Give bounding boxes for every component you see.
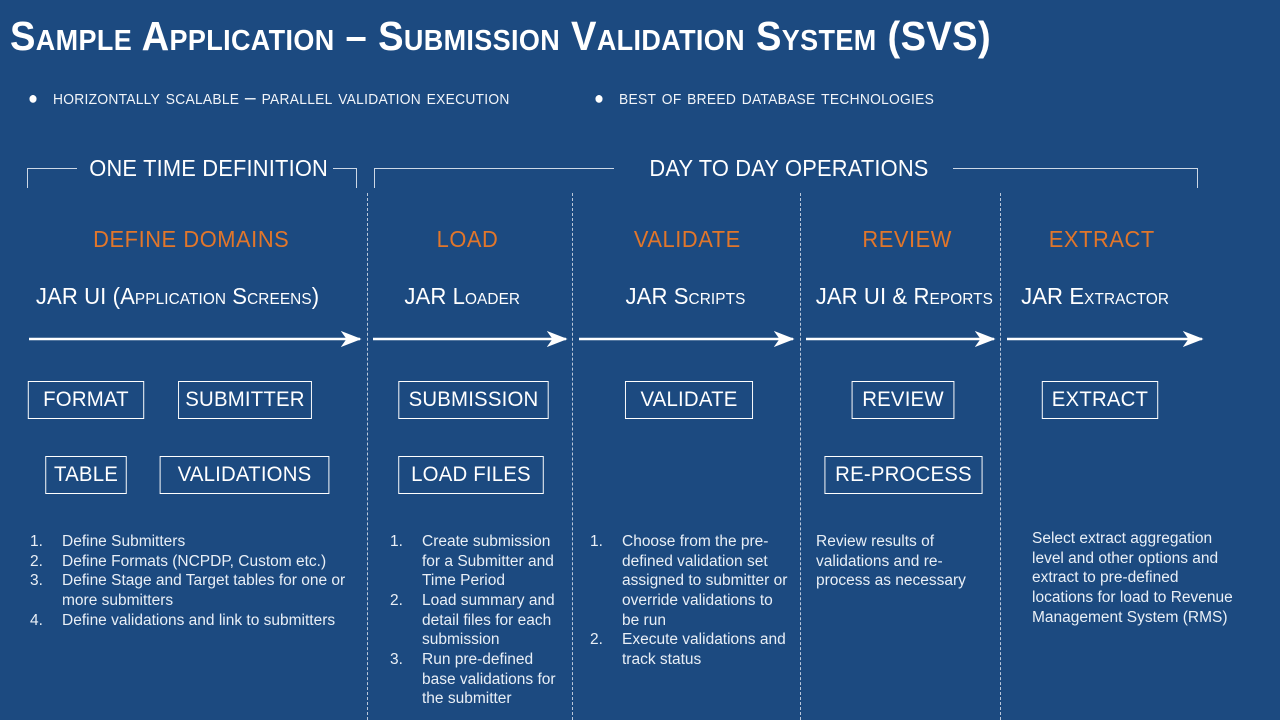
subtitle-bullet-2: ● Best of Breed Database Technologies — [594, 86, 934, 110]
stage-title-review: REVIEW — [862, 226, 952, 252]
detail-review: Review results of validations and re-pro… — [816, 532, 996, 591]
subtitle-bullets: ● Horizontally Scalable – Parallel Valid… — [28, 86, 1258, 110]
stage-title-validate: VALIDATE — [633, 226, 741, 252]
bracket-flange-left — [27, 168, 29, 188]
entity-box-review[interactable]: REVIEW — [851, 381, 955, 419]
column-divider-4 — [1000, 193, 1001, 720]
entity-box-submitter[interactable]: SUBMITTER — [178, 381, 312, 419]
stage-component-validate: JAR Scripts — [625, 283, 746, 309]
column-divider-1 — [367, 193, 368, 720]
list-item: Run pre-defined base validations for the… — [390, 650, 556, 708]
bracket-day-to-day-operations-label: DAY TO DAY OPERATIONS — [649, 155, 929, 181]
entity-box-format[interactable]: FORMAT — [27, 381, 145, 419]
entity-box-table[interactable]: TABLE — [45, 456, 127, 494]
bracket-flange-left — [374, 168, 376, 188]
stage-component-review: JAR UI & Reports — [815, 283, 993, 309]
subtitle-bullet-1-label: Horizontally Scalable – Parallel Validat… — [53, 86, 510, 109]
bracket-flange-right — [355, 168, 357, 188]
process-flow-arrows — [29, 330, 1204, 348]
subtitle-bullet-2-label: Best of Breed Database Technologies — [618, 86, 934, 109]
detail-list-define-domains: Define Submitters Define Formats (NCPDP,… — [22, 532, 352, 630]
subtitle-bullet-1: ● Horizontally Scalable – Parallel Valid… — [28, 86, 510, 110]
page-title: Sample Application – Submission Validati… — [10, 13, 992, 59]
detail-list-validate: Choose from the pre-defined validation s… — [582, 532, 790, 670]
stage-component-extract: JAR Extractor — [1021, 283, 1170, 309]
entity-box-validations[interactable]: VALIDATIONS — [159, 456, 330, 494]
list-item: Load summary and detail files for each s… — [390, 591, 555, 649]
stage-title-load: LOAD — [436, 226, 499, 252]
bracket-one-time-definition: ONE TIME DEFINITION — [27, 155, 357, 188]
list-item: Define Submitters — [30, 532, 186, 551]
bracket-day-to-day-operations: DAY TO DAY OPERATIONS — [374, 155, 1198, 188]
stage-component-load: JAR Loader — [404, 283, 521, 309]
bullet-dot-icon: ● — [28, 88, 39, 108]
detail-load: Create submission for a Submitter and Ti… — [382, 532, 562, 709]
detail-validate: Choose from the pre-defined validation s… — [582, 532, 790, 670]
bracket-one-time-definition-label: ONE TIME DEFINITION — [89, 155, 328, 181]
column-divider-2 — [572, 193, 573, 720]
list-item: Define validations and link to submitter… — [30, 611, 336, 630]
stage-title-define-domains: DEFINE DOMAINS — [93, 226, 290, 252]
list-item: Create submission for a Submitter and Ti… — [390, 532, 554, 590]
list-item: Choose from the pre-defined validation s… — [590, 532, 788, 629]
column-divider-3 — [800, 193, 801, 720]
entity-box-extract[interactable]: EXTRACT — [1041, 381, 1159, 419]
bullet-dot-icon: ● — [593, 88, 604, 108]
entity-box-load-files[interactable]: LOAD FILES — [398, 456, 544, 494]
bracket-flange-right — [1196, 168, 1198, 188]
detail-define-domains: Define Submitters Define Formats (NCPDP,… — [22, 532, 352, 630]
stage-title-extract: EXTRACT — [1048, 226, 1155, 252]
bracket-line-left — [27, 168, 77, 170]
detail-list-load: Create submission for a Submitter and Ti… — [382, 532, 562, 709]
bracket-line-left — [374, 168, 614, 170]
entity-box-validate[interactable]: VALIDATE — [624, 381, 754, 419]
detail-paragraph-extract: Select extract aggregation level and oth… — [1032, 530, 1233, 626]
bracket-line-right — [333, 168, 357, 170]
detail-paragraph-review: Review results of validations and re-pro… — [816, 533, 966, 590]
stage-component-define-domains: JAR UI (Application Screens) — [35, 283, 320, 309]
list-item: Execute validations and track status — [590, 630, 786, 669]
list-item: Define Formats (NCPDP, Custom etc.) — [30, 552, 327, 571]
detail-extract: Select extract aggregation level and oth… — [1032, 529, 1240, 627]
entity-box-submission[interactable]: SUBMISSION — [398, 381, 549, 419]
list-item: Define Stage and Target tables for one o… — [30, 571, 346, 610]
bracket-line-right — [953, 168, 1198, 170]
entity-box-re-process[interactable]: RE-PROCESS — [824, 456, 983, 494]
